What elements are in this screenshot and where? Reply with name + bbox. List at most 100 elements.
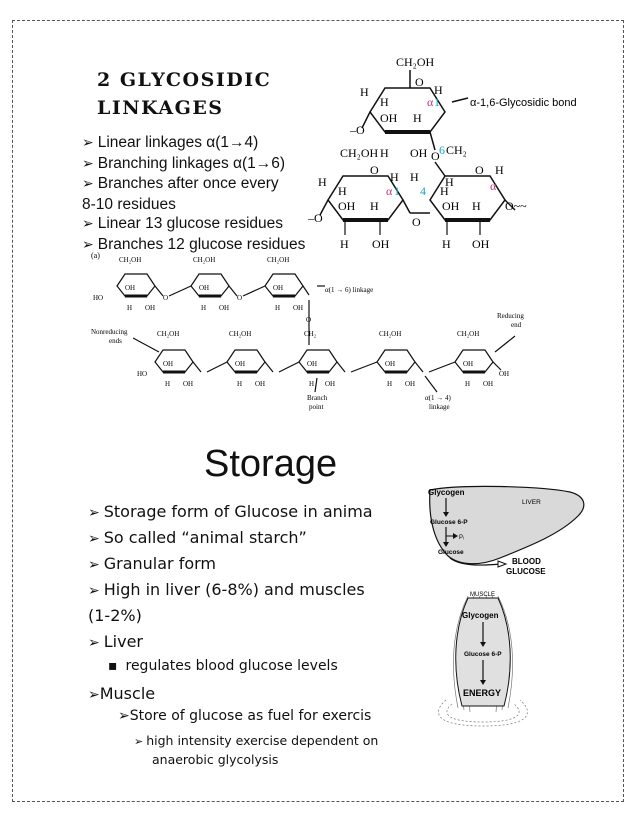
svg-text:H: H: [360, 85, 369, 99]
page-border: [12, 20, 624, 802]
muscle-figure: MUSCLE Glycogen Glucose 6-P ENERGY: [438, 592, 528, 727]
svg-text:Glycogen: Glycogen: [462, 611, 499, 620]
svg-text:OH: OH: [125, 284, 135, 292]
reducing-end-label: Reducing: [497, 312, 524, 320]
storage-subsubitem-continuation: anaerobic glycolysis: [152, 752, 279, 767]
svg-text:H: H: [390, 170, 399, 184]
storage-item: ➢Granular form: [88, 554, 217, 573]
storage-title: Storage: [204, 443, 338, 485]
svg-text:1: 1: [394, 184, 400, 198]
arrow-bullet-icon: ➢: [88, 687, 100, 703]
bullet-item: ➢Linear linkages α(1→4): [82, 134, 259, 151]
arrow-bullet-icon: ➢: [82, 135, 94, 151]
storage-item: ➢So called “animal starch”: [88, 528, 307, 547]
svg-text:–O: –O: [349, 123, 365, 137]
arrow-bullet-icon: ➢: [88, 505, 100, 521]
svg-text:O: O: [431, 149, 440, 163]
blood-glucose-label: BLOOD: [512, 557, 541, 566]
arrow-bullet-icon: ➢: [82, 155, 94, 172]
svg-text:OH: OH: [235, 360, 245, 368]
svg-text:HO: HO: [137, 370, 147, 378]
svg-text:CH₂OH: CH₂OH: [193, 256, 215, 264]
arrow-bullet-icon: ➢: [88, 635, 100, 651]
svg-text:O: O: [415, 75, 424, 89]
svg-text:OH: OH: [273, 284, 283, 292]
svg-text:H: H: [387, 380, 392, 388]
svg-text:OH: OH: [325, 380, 335, 388]
carbon-4-label: 4: [420, 184, 426, 198]
ch2oh-label: CH₂OH: [396, 55, 435, 69]
svg-text:Pᵢ: Pᵢ: [459, 535, 464, 541]
bullet-continuation: 8-10 residues: [82, 195, 176, 213]
storage-item-continuation: (1-2%): [88, 606, 142, 625]
title-line-2: LINKAGES: [97, 97, 224, 119]
branch-linkage-label: α(1 → 6) linkage: [325, 286, 373, 294]
panel-label: (a): [91, 251, 100, 260]
svg-text:end: end: [511, 321, 522, 329]
linear-linkage-label: α(1 → 4): [425, 394, 451, 402]
arrow-bullet-icon: ➢: [88, 557, 100, 573]
svg-text:OH: OH: [483, 380, 493, 388]
svg-text:OH: OH: [463, 360, 473, 368]
storage-item: ➢High in liver (6-8%) and muscles: [88, 580, 365, 599]
svg-text:CH₂OH: CH₂OH: [267, 256, 289, 264]
svg-text:point: point: [309, 403, 323, 411]
svg-text:Glucose 6-P: Glucose 6-P: [464, 651, 502, 658]
svg-text:H: H: [340, 237, 349, 251]
svg-text:H: H: [237, 380, 242, 388]
svg-text:OH: OH: [499, 370, 509, 378]
svg-text:OH: OH: [372, 237, 390, 251]
svg-text:OH: OH: [145, 304, 155, 312]
svg-text:H: H: [410, 170, 419, 184]
svg-text:O: O: [370, 163, 379, 177]
alpha-label: α: [427, 95, 434, 109]
svg-text:O: O: [163, 294, 168, 302]
svg-text:CH₂OH: CH₂OH: [157, 330, 179, 338]
bullet-item: ➢Linear 13 glucose residues: [82, 215, 283, 232]
svg-text:CH₂OH: CH₂OH: [229, 330, 251, 338]
arrow-bullet-icon: ➢: [88, 583, 100, 599]
svg-text:OH: OH: [442, 199, 460, 213]
svg-text:OH: OH: [380, 111, 398, 125]
svg-text:H: H: [465, 380, 470, 388]
svg-text:OH: OH: [385, 360, 395, 368]
storage-subitem: ➢Store of glucose as fuel for exercis: [118, 708, 372, 724]
arrow-bullet-icon: ➢: [82, 176, 94, 192]
svg-text:H: H: [380, 146, 389, 160]
svg-text:OH: OH: [199, 284, 209, 292]
ch2-label: CH₂: [446, 143, 467, 157]
svg-text:CH₂OH: CH₂OH: [340, 146, 379, 160]
svg-text:H: H: [413, 111, 422, 125]
carbon-6-label: 6: [439, 143, 445, 157]
bullet-item: ➢Branches after once every: [82, 175, 279, 192]
svg-text:OH: OH: [183, 380, 193, 388]
svg-text:H: H: [338, 184, 347, 198]
carbon-1-label: 1: [434, 95, 440, 109]
svg-text:Glycogen: Glycogen: [428, 488, 465, 497]
bullet-item: ➢Branching linkages α(1→6): [82, 154, 286, 172]
arrow-bullet-icon: ➢: [134, 735, 144, 748]
svg-text:CH₂OH: CH₂OH: [379, 330, 401, 338]
svg-text:GLUCOSE: GLUCOSE: [506, 567, 546, 576]
storage-item: ➢Liver: [88, 632, 143, 651]
branch-point-label: Branch: [307, 394, 328, 402]
svg-text:O: O: [237, 294, 242, 302]
svg-text:Glucose 6-P: Glucose 6-P: [430, 519, 468, 526]
linkage-bullet-list: ➢Linear linkages α(1→4) ➢Branching linka…: [82, 133, 322, 255]
svg-text:α: α: [386, 184, 393, 198]
svg-text:H: H: [275, 304, 280, 312]
arrow-bullet-icon: ➢: [118, 708, 130, 724]
liver-figure: Glycogen LIVER Glucose 6-P Pᵢ Glucose BL…: [428, 485, 585, 576]
svg-text:CH₂OH: CH₂OH: [119, 256, 141, 264]
svg-text:H: H: [201, 304, 206, 312]
svg-text:H: H: [434, 83, 443, 97]
svg-text:H: H: [127, 304, 132, 312]
svg-text:O: O: [475, 163, 484, 177]
svg-text:α: α: [490, 179, 497, 193]
square-bullet-icon: ▪: [108, 658, 118, 674]
storage-subsubitem: ➢high intensity exercise dependent on: [134, 733, 379, 748]
svg-text:OH: OH: [472, 237, 490, 251]
alpha-1-6-bond-structure: CH₂OH O H H H OH H α 1 –O O α-1,6-Glycos…: [307, 55, 577, 251]
svg-text:H: H: [309, 380, 314, 388]
